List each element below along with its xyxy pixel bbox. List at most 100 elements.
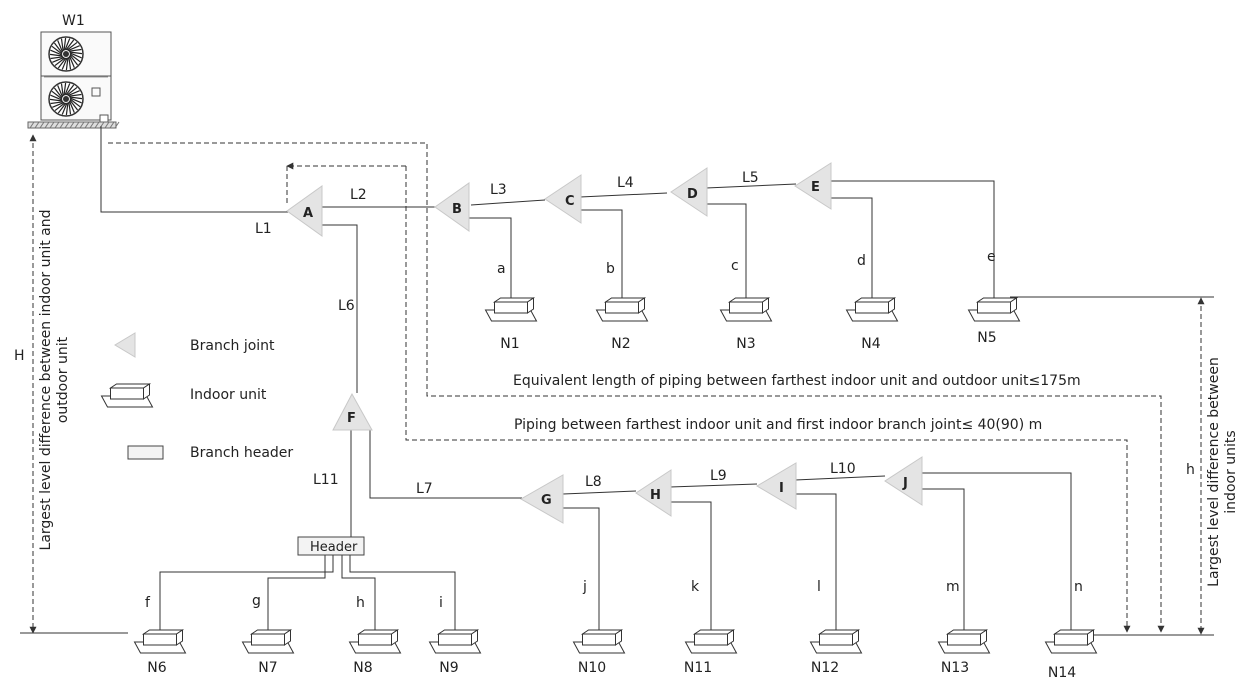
indoor-unit-label: N12 bbox=[811, 660, 839, 676]
joint-g bbox=[519, 474, 564, 524]
joint-labels: A B C D E F G H I J bbox=[303, 180, 908, 508]
joint-label: F bbox=[347, 411, 356, 426]
joint-c bbox=[544, 174, 582, 224]
dimension-h-small: h bbox=[1186, 462, 1195, 478]
indoor-unit-label: N1 bbox=[500, 336, 519, 352]
joint-label: H bbox=[650, 488, 661, 503]
indoor-unit bbox=[684, 629, 738, 654]
indoor-unit-icon bbox=[100, 383, 154, 408]
pipe-label: L2 bbox=[350, 187, 367, 203]
indoor-unit bbox=[967, 297, 1021, 322]
branch-label: n bbox=[1074, 579, 1083, 595]
indoor-unit-label: N9 bbox=[439, 660, 458, 676]
branch-joint-icon bbox=[114, 332, 136, 358]
branch-label: g bbox=[252, 593, 261, 609]
pipe-label: L7 bbox=[416, 481, 433, 497]
branch-label: d bbox=[857, 253, 866, 269]
branch-label: e bbox=[987, 249, 996, 265]
indoor-unit bbox=[133, 629, 187, 654]
dimension-h-big-desc-line1: Largest level difference between indoor … bbox=[38, 210, 54, 551]
joint-label: C bbox=[565, 194, 575, 209]
dimension-h-big-desc-line2: outdoor unit bbox=[55, 336, 71, 423]
indoor-unit bbox=[572, 629, 626, 654]
indoor-unit-label: N14 bbox=[1048, 665, 1076, 681]
indoor-units bbox=[133, 297, 1098, 654]
joint-h bbox=[635, 469, 672, 517]
branch-label: i bbox=[439, 595, 443, 611]
equivalent-length-note: Equivalent length of piping between fart… bbox=[513, 373, 1081, 389]
joint-d bbox=[670, 167, 708, 217]
branch-header-icon bbox=[127, 445, 164, 460]
measurement-lines bbox=[20, 134, 1214, 636]
joint-f bbox=[332, 392, 373, 431]
branch-pipe-labels: a b c d e f g h i j k l m n bbox=[145, 249, 1083, 611]
header-label: Header bbox=[310, 540, 358, 555]
indoor-unit-label: N5 bbox=[977, 330, 996, 346]
indoor-unit bbox=[348, 629, 402, 654]
branch-label: h bbox=[356, 595, 365, 611]
indoor-unit bbox=[937, 629, 991, 654]
pipe-label: L8 bbox=[585, 474, 602, 490]
pipe-label: L5 bbox=[742, 170, 759, 186]
joint-label: D bbox=[687, 187, 698, 202]
branch-label: m bbox=[946, 579, 960, 595]
pipe-label: L10 bbox=[830, 461, 856, 477]
branch-label: l bbox=[817, 579, 821, 595]
indoor-unit-label: N6 bbox=[147, 660, 166, 676]
indoor-unit bbox=[595, 297, 649, 322]
pipe-label: L6 bbox=[338, 298, 355, 314]
fan-icon bbox=[48, 81, 84, 117]
piping bbox=[100, 126, 1072, 632]
pipe-label: L3 bbox=[490, 182, 507, 198]
joint-label: G bbox=[541, 493, 552, 508]
pipe-label: L9 bbox=[710, 468, 727, 484]
pipe-label: L11 bbox=[313, 472, 339, 488]
outdoor-unit-label: W1 bbox=[62, 13, 85, 29]
indoor-unit-label: N3 bbox=[736, 336, 755, 352]
joint-label: I bbox=[779, 481, 784, 496]
dimension-h-small-desc-line2: indoor units bbox=[1223, 430, 1239, 513]
pipe-label: L4 bbox=[617, 175, 634, 191]
branch-joints bbox=[286, 162, 923, 524]
indoor-unit-label: N8 bbox=[353, 660, 372, 676]
indoor-unit bbox=[241, 629, 295, 654]
main-pipe-labels: L1 L2 L3 L4 L5 L6 L7 L8 L9 L10 L11 bbox=[255, 170, 856, 497]
indoor-unit bbox=[1044, 629, 1098, 654]
indoor-unit-label: N4 bbox=[861, 336, 880, 352]
legend-branch-joint: Branch joint bbox=[190, 338, 275, 354]
joint-label: A bbox=[303, 206, 313, 221]
branch-label: k bbox=[691, 579, 700, 595]
dimension-h-big: H bbox=[14, 348, 25, 364]
dimension-h-small-desc-line1: Largest level difference between bbox=[1206, 357, 1222, 587]
legend: Branch joint Indoor unit Branch header bbox=[100, 332, 293, 461]
joint-label: B bbox=[452, 202, 462, 217]
indoor-unit-label: N11 bbox=[684, 660, 712, 676]
legend-indoor-unit: Indoor unit bbox=[190, 387, 267, 403]
indoor-unit-label: N13 bbox=[941, 660, 969, 676]
fan-icon bbox=[48, 36, 84, 72]
indoor-unit-label: N7 bbox=[258, 660, 277, 676]
joint-b bbox=[434, 182, 470, 232]
joint-e bbox=[794, 162, 832, 210]
branch-label: j bbox=[582, 579, 587, 595]
joint-label: E bbox=[811, 180, 820, 195]
indoor-unit-label: N10 bbox=[578, 660, 606, 676]
indoor-unit bbox=[484, 297, 538, 322]
joint-label: J bbox=[902, 476, 908, 491]
branch-label: c bbox=[731, 258, 739, 274]
indoor-unit bbox=[428, 629, 482, 654]
branch-label: b bbox=[606, 261, 615, 277]
indoor-unit bbox=[719, 297, 773, 322]
pipe-label: L1 bbox=[255, 221, 272, 237]
first-branch-note: Piping between farthest indoor unit and … bbox=[514, 417, 1042, 433]
indoor-unit bbox=[845, 297, 899, 322]
indoor-unit-label: N2 bbox=[611, 336, 630, 352]
outdoor-unit bbox=[27, 31, 120, 129]
indoor-unit bbox=[809, 629, 863, 654]
branch-label: f bbox=[145, 595, 151, 611]
legend-branch-header: Branch header bbox=[190, 445, 293, 461]
joint-j bbox=[884, 456, 923, 506]
branch-label: a bbox=[497, 261, 506, 277]
